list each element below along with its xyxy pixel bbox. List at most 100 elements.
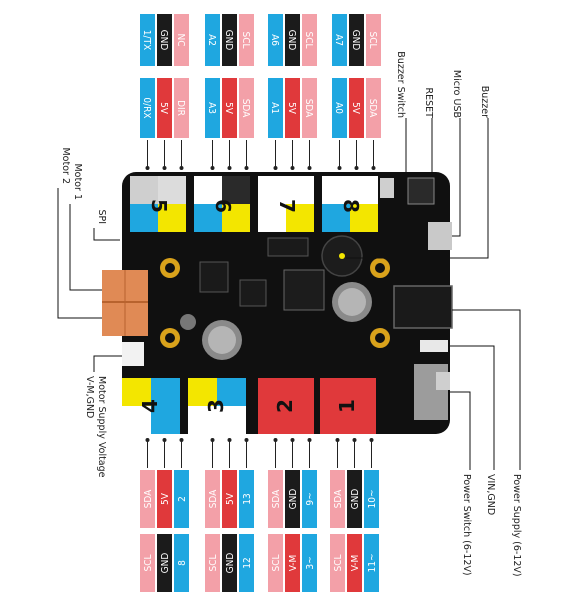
bottom-port-1-row1-pin1-text: V-M: [350, 555, 361, 572]
top-port-8-row0-pin2: SCL: [366, 14, 381, 66]
pin-lead-dot: [273, 166, 278, 170]
pin-lead-dot: [307, 438, 312, 442]
top-port-6-row1-pin0: A3: [205, 78, 220, 138]
micro-usb-port: [428, 222, 452, 250]
top-port-5-row0-pin2-text: NC: [175, 33, 186, 46]
bottom-port-2-row0-pin2: 9~: [302, 470, 317, 528]
bottom-port-4-row1-pin2: 8: [174, 534, 189, 592]
pin-lead-dot: [227, 438, 232, 442]
pin-lead-dot: [307, 166, 312, 170]
top-port-5-row1-pin1-text: 5V: [158, 102, 169, 115]
port-4-housing: [122, 378, 180, 434]
bottom-port-4-row0-pin0: SDA: [140, 470, 155, 528]
bottom-port-1-row1-pin1: V-M: [347, 534, 362, 592]
label-micro-usb: Micro USB: [451, 70, 462, 118]
capacitors: [180, 282, 372, 360]
bottom-port-2-row0-pin0: SDA: [268, 470, 283, 528]
port-5-housing: [130, 176, 186, 232]
bottom-port-4-row0-pin2: 2: [174, 470, 189, 528]
bottom-port-4-row1-pin0-text: SCL: [143, 554, 154, 571]
bottom-port-1-row0-pin0-text: SDA: [333, 489, 344, 508]
port-7-housing: [258, 176, 314, 232]
top-port-6-row1-pin1: 5V: [222, 78, 237, 138]
bottom-port-4-row0-pin1-text: 5V: [160, 492, 171, 505]
top-port-7-row0-pin2: SCL: [302, 14, 317, 66]
bottom-port-2-row0-pin1-text: GND: [288, 489, 299, 510]
port-number-8: 8: [339, 199, 363, 213]
label-motor-supply: Motor Supply Voltage: [96, 376, 107, 478]
top-port-6-row0-pin1: GND: [222, 14, 237, 66]
pin-lead-dot: [145, 438, 150, 442]
pin-lead-dot: [244, 438, 249, 442]
motor-supply-connector: [122, 342, 144, 366]
top-port-8-row0-pin1-text: GND: [350, 30, 361, 51]
top-port-5-row0-pin0: 1/TX: [140, 14, 155, 66]
pin-lead-dot: [162, 166, 167, 170]
top-port-5-row0-pin1: GND: [157, 14, 172, 66]
bottom-port-1-row1-pin2: 11~: [364, 534, 379, 592]
pin-lead-dot: [227, 166, 232, 170]
pin-lead-dot: [210, 166, 215, 170]
reset-button: [407, 177, 435, 205]
label-power-switch: Power Switch (6-12V): [461, 474, 472, 576]
top-port-8-row1-pin0-text: A0: [333, 102, 344, 114]
top-port-5-row0-pin2: NC: [174, 14, 189, 66]
top-port-8-row0-pin2-text: SCL: [367, 31, 378, 48]
label-spi: SPI: [96, 209, 107, 224]
pin-lead-dot: [179, 166, 184, 170]
label-vm-gnd: V-M,GND: [84, 376, 95, 418]
bottom-port-4-row1-pin1: GND: [157, 534, 172, 592]
bottom-port-2-row1-pin1: V-M: [285, 534, 300, 592]
bottom-port-3-row0-pin1: 5V: [222, 470, 237, 528]
motor-terminal-block: [102, 270, 148, 336]
top-port-6-row0-pin2: SCL: [239, 14, 254, 66]
port-number-5: 5: [147, 199, 171, 213]
pin-lead-dot: [352, 438, 357, 442]
bottom-port-4-row0-pin2-text: 2: [177, 496, 188, 502]
bottom-port-1-row1-pin0-text: SCL: [333, 554, 344, 571]
bottom-port-1-row0-pin1: GND: [347, 470, 362, 528]
pin-lead-dot: [179, 438, 184, 442]
port-number-1: 1: [335, 399, 359, 413]
bottom-port-3-row1-pin2-text: 12: [242, 557, 253, 568]
top-port-5-row1-pin2: DIR: [174, 78, 189, 138]
bottom-port-3-row0-pin0: SDA: [205, 470, 220, 528]
bottom-port-1-row0-pin2: 10~: [364, 470, 379, 528]
bottom-port-3-row1-pin0-text: SCL: [208, 554, 219, 571]
top-port-6-row0-pin1-text: GND: [223, 30, 234, 51]
label-power-supply: Power Supply (6-12V): [511, 474, 522, 577]
bottom-port-3-row0-pin2-text: 13: [242, 493, 253, 504]
top-port-6-row0-pin2-text: SCL: [240, 31, 251, 48]
top-port-8-row1-pin1-text: 5V: [350, 102, 361, 115]
top-port-7-row1-pin1: 5V: [285, 78, 300, 138]
top-port-5-row1-pin2-text: DIR: [175, 100, 186, 116]
top-port-5-row0-pin1-text: GND: [158, 30, 169, 51]
label-reset: RESET: [423, 88, 434, 119]
bottom-port-1-row0-pin0: SDA: [330, 470, 345, 528]
bottom-port-4-row0-pin0-text: SDA: [143, 489, 154, 508]
top-port-8-row0-pin0: A7: [332, 14, 347, 66]
bottom-port-4-row1-pin1-text: GND: [160, 553, 171, 574]
pin-lead-dot: [290, 166, 295, 170]
pin-lead-dot: [162, 438, 167, 442]
buzzer-switch-component: [380, 178, 394, 198]
bottom-port-2-row1-pin2-text: 3~: [305, 556, 316, 569]
chips: [199, 237, 325, 311]
bottom-port-2-row0-pin1: GND: [285, 470, 300, 528]
bottom-port-2-row1-pin0-text: SCL: [271, 554, 282, 571]
pin-lead-dot: [210, 438, 215, 442]
bottom-port-2-row0-pin0-text: SDA: [271, 489, 282, 508]
top-port-6-row0-pin0-text: A2: [206, 34, 217, 46]
bottom-port-3-row1-pin2: 12: [239, 534, 254, 592]
port-8-housing: [322, 176, 378, 232]
bottom-port-1-row0-pin2-text: 10~: [367, 490, 378, 509]
label-motor-2: Motor 2: [60, 147, 71, 184]
bottom-port-2-row1-pin2: 3~: [302, 534, 317, 592]
port-number-2: 2: [273, 399, 297, 413]
top-port-8-row1-pin0: A0: [332, 78, 347, 138]
bottom-port-4-row1-pin2-text: 8: [177, 560, 188, 566]
pin-lead-dot: [369, 438, 374, 442]
bottom-port-3-row0-pin1-text: 5V: [225, 492, 236, 505]
